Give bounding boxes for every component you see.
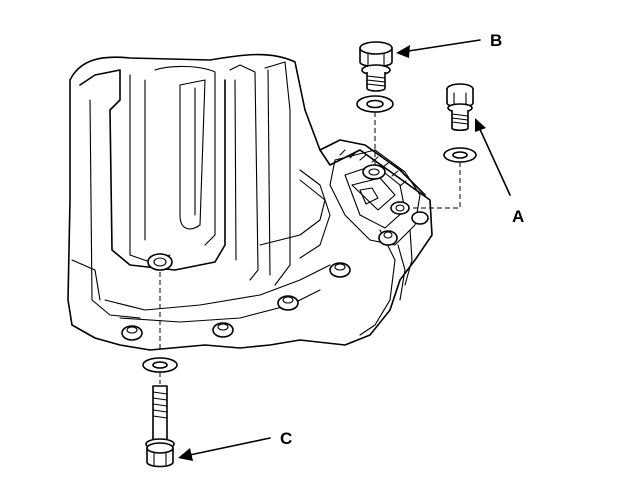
boss-3 xyxy=(277,295,299,311)
drain-hole-b xyxy=(362,164,386,180)
transmission-case xyxy=(67,53,433,351)
arrow-b xyxy=(396,39,481,58)
case-bosses xyxy=(121,164,429,341)
callout-label-c: C xyxy=(280,429,292,448)
boss-1 xyxy=(121,325,143,341)
drain-bolt-b xyxy=(356,41,394,165)
arrow-a xyxy=(475,118,511,196)
callout-label-b: B xyxy=(490,31,502,50)
callout-label-a: A xyxy=(512,207,524,226)
arrow-c xyxy=(178,437,271,461)
boss-5 xyxy=(378,230,398,246)
boss-4 xyxy=(329,262,351,278)
drain-hole-c xyxy=(147,253,173,271)
boss-2 xyxy=(212,322,234,338)
drain-hole-a xyxy=(390,201,410,215)
boss-6 xyxy=(411,211,429,225)
drain-bolt-c xyxy=(142,272,178,468)
callout-arrows xyxy=(178,39,511,461)
drain-bolt-a xyxy=(410,83,477,209)
